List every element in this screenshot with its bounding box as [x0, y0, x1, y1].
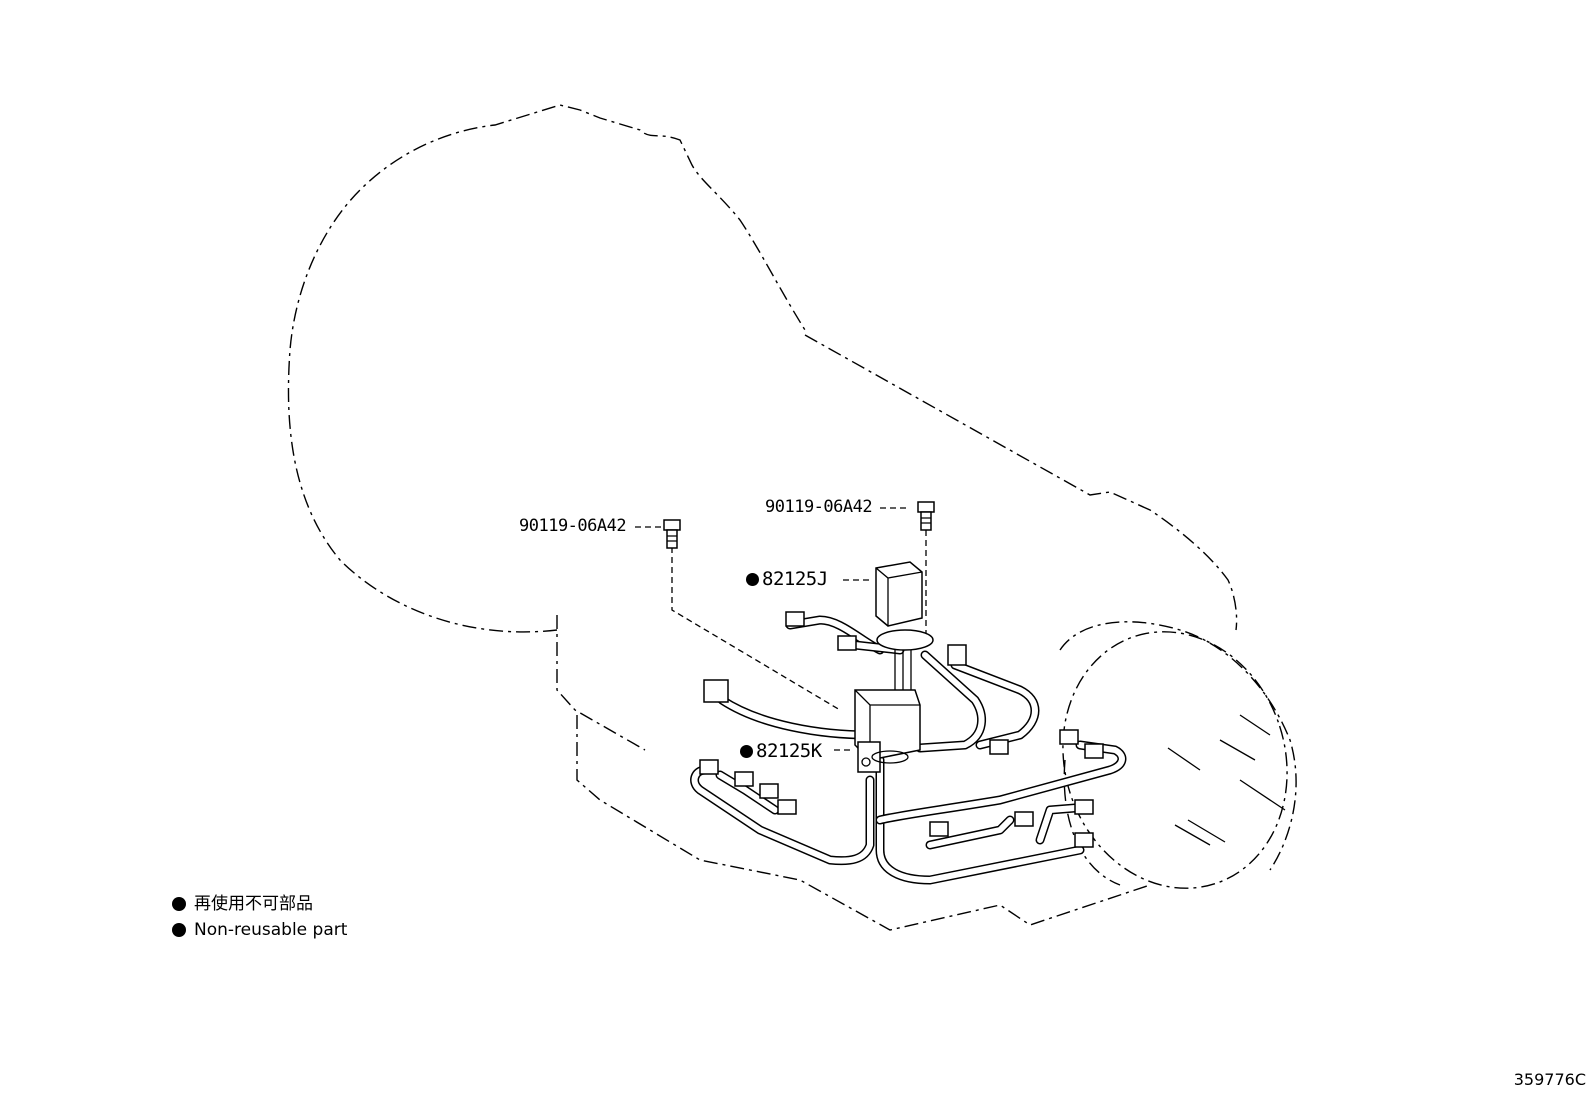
sensor-82125k [854, 689, 921, 773]
legend-text: Non-reusable part [194, 920, 348, 940]
part-number: 90119-06A42 [765, 497, 873, 517]
part-label-bolt-right: 90119-06A42 [765, 497, 873, 517]
non-reusable-dot-icon [746, 573, 759, 586]
diagram-id: 359776C [1513, 1070, 1586, 1089]
bolt-icon [917, 501, 935, 531]
non-reusable-dot-icon [172, 897, 186, 911]
legend-english: Non-reusable part [172, 922, 347, 939]
part-label-bolt-left: 90119-06A42 [519, 516, 627, 536]
part-number: 82125K [756, 740, 822, 762]
non-reusable-dot-icon [172, 923, 186, 937]
legend-japanese: 再使用不可部品 [172, 896, 313, 913]
transmission-outline [287, 104, 1297, 931]
bolt-leader-lines [635, 507, 927, 751]
part-label-sensor-j: 82125J [746, 570, 828, 589]
wire-harness [690, 615, 1127, 885]
harness-connectors [699, 611, 1104, 848]
sensor-82125j [875, 561, 934, 690]
part-number: 90119-06A42 [519, 516, 627, 536]
non-reusable-dot-icon [740, 745, 753, 758]
legend-text: 再使用不可部品 [194, 894, 313, 914]
part-number: 82125J [762, 568, 828, 590]
part-label-sensor-k: 82125K [740, 742, 822, 761]
bolt-icon [663, 519, 681, 549]
